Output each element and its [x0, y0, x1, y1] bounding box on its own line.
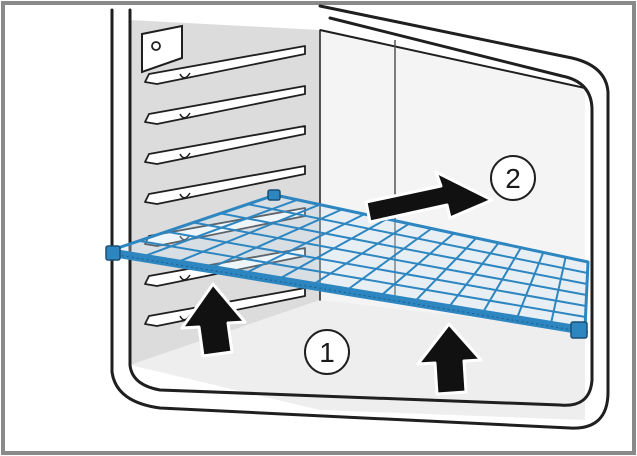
- rack-end-cap: [570, 321, 588, 339]
- rail: [144, 125, 306, 165]
- rail: [144, 45, 306, 85]
- rail-notch: [179, 152, 191, 159]
- rack-wire: [212, 208, 343, 268]
- arrow-icon: [180, 282, 247, 358]
- oven-floor: [130, 300, 585, 420]
- rail: [144, 247, 306, 287]
- arrow-icon: [364, 170, 494, 224]
- opening-outline-outer: [110, 4, 610, 430]
- wire-rack: [105, 189, 590, 339]
- rail: [144, 85, 306, 125]
- lift-arrow-right: [416, 322, 483, 396]
- step-1-callout: 1: [304, 329, 350, 375]
- rack-wire: [280, 218, 388, 279]
- wall-edge-top: [319, 29, 586, 89]
- step-1-number: 1: [319, 337, 335, 368]
- opening-outline-inner: [128, 8, 594, 407]
- bracket-hole: [151, 41, 161, 51]
- rack-front-bar: [109, 251, 588, 335]
- rack-wire: [314, 222, 410, 285]
- rail-notch: [179, 192, 191, 199]
- rail: [144, 165, 306, 205]
- arrow-icon: [416, 322, 483, 396]
- rail-notch: [179, 274, 191, 281]
- rack-wire: [246, 213, 365, 274]
- rack-wire: [415, 237, 477, 301]
- rack-end-cap: [105, 245, 121, 261]
- rack-wire: [381, 232, 455, 296]
- rack-wire: [449, 242, 500, 307]
- lift-arrow-left: [180, 282, 247, 358]
- step-circle: [490, 155, 536, 201]
- shelf-rails: [144, 45, 306, 327]
- rack-wire: [482, 247, 522, 312]
- rack-wire: [145, 198, 298, 257]
- bracket-plate: [141, 24, 183, 74]
- rack-wire: [550, 256, 567, 323]
- rack-end-cap: [267, 189, 281, 201]
- step-circle: [304, 329, 350, 375]
- rail-bracket: [141, 24, 183, 74]
- rail-notch: [179, 112, 191, 119]
- rack-wire: [347, 227, 433, 290]
- step-2-number: 2: [505, 163, 521, 194]
- rack-wire: [179, 203, 321, 263]
- rack-wire: [516, 252, 545, 318]
- rail-notch: [179, 72, 191, 79]
- pull-arrow: [364, 170, 494, 224]
- step-2-callout: 2: [490, 155, 536, 201]
